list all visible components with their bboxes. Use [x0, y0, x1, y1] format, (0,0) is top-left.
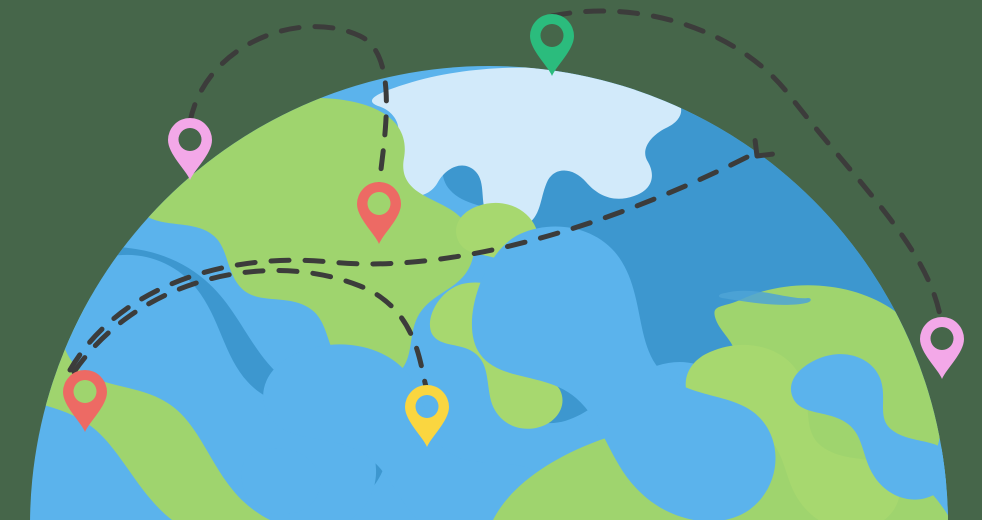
- arrow-head-icon: [752, 138, 775, 159]
- travel-routes: [67, 8, 944, 393]
- pin-green-north[interactable]: [530, 14, 574, 76]
- globe-island-small: [241, 448, 321, 515]
- pin-red-central[interactable]: [357, 182, 401, 244]
- earth-globe: [30, 66, 948, 520]
- map-pin-icon: [63, 370, 107, 432]
- map-pin-icon: [530, 14, 574, 76]
- pin-red-southwest[interactable]: [63, 370, 107, 432]
- globe-water-inlet-east: [790, 354, 948, 500]
- route-red-sw-to-arrow: [67, 149, 760, 373]
- pin-yellow-south[interactable]: [405, 385, 449, 447]
- route-red-sw-to-yellow-south: [71, 268, 430, 393]
- route-pink-nw-to-red-central: [187, 24, 389, 189]
- globe-ocean-ripple-detail: [718, 290, 811, 305]
- globe-ice-cap: [371, 67, 682, 231]
- globe-land-east-bay: [685, 344, 900, 520]
- map-pin-icon: [357, 182, 401, 244]
- pin-pink-northwest[interactable]: [168, 118, 212, 180]
- globe-sea-central: [263, 344, 558, 520]
- route-green-north-to-pink-east: [549, 8, 944, 324]
- globe-ocean-light-patch: [471, 226, 776, 520]
- location-pins: [63, 14, 964, 447]
- map-pin-icon: [920, 317, 964, 379]
- pin-pink-east[interactable]: [920, 317, 964, 379]
- map-pin-icon: [405, 385, 449, 447]
- map-pin-icon: [168, 118, 212, 180]
- route-direction-arrow: [752, 138, 775, 159]
